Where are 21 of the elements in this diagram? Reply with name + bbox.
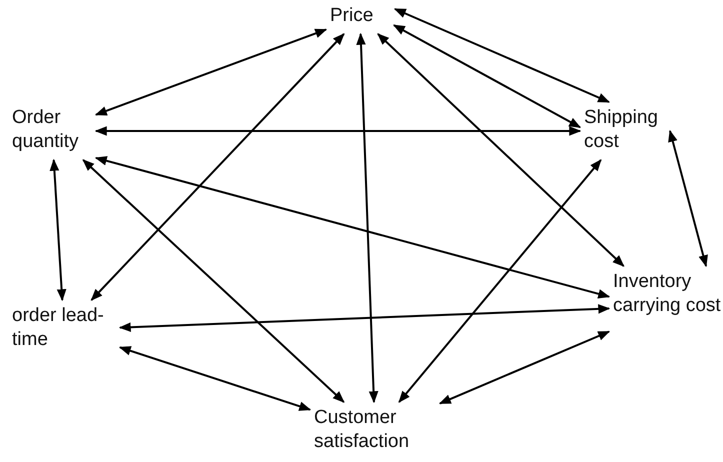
factor-label: order lead-time [12,304,116,352]
double-arrow [118,304,610,332]
double-arrow [90,33,345,301]
double-arrow [94,126,582,136]
double-arrow [394,8,610,103]
factor-label: Price [330,4,390,28]
double-arrow [356,32,378,404]
factor-label: Order quantity [12,106,92,154]
double-arrow [668,130,708,268]
factor-label: Shipping cost [584,106,666,154]
double-arrow [377,33,624,267]
double-arrow [50,158,66,302]
double-arrow [392,24,582,128]
factor-label: Inventory carrying cost [613,270,721,318]
double-arrow [94,156,610,299]
double-arrow [438,330,610,404]
double-arrow [398,159,602,403]
factor-label: Customer satisfaction [314,406,436,454]
double-arrow [82,159,345,403]
double-arrow [94,28,328,116]
double-arrow [118,346,312,411]
